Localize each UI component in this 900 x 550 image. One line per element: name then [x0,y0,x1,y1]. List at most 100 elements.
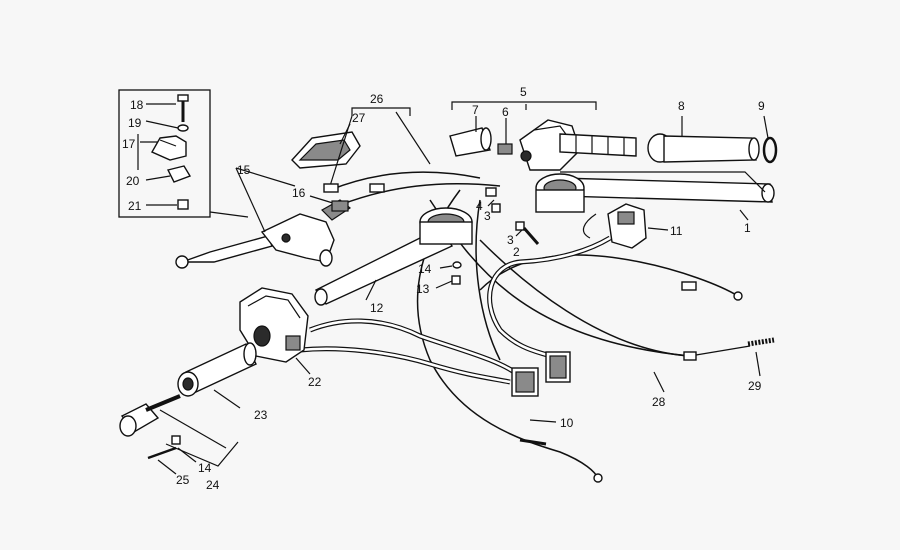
leader-28 [653,371,665,393]
perch-clamp [319,249,333,267]
callout-2: 2 [513,245,520,259]
callout-7: 7 [472,103,479,117]
left-grip-group [119,342,257,475]
hardware-13-14-group [435,261,462,289]
callout-19: 19 [128,116,142,130]
nut-21 [177,199,189,210]
leader-26a [329,115,353,187]
leader-23 [213,389,241,409]
callout-labels: 1 2 3 3 4 5 6 7 8 9 10 11 12 13 14 14 15… [122,85,765,492]
bar-end-24-stem [145,394,181,412]
switch-11-button [617,211,635,225]
tube-1-end [761,183,775,203]
callout-26: 26 [370,92,384,106]
misc-leaders-group [529,351,761,423]
bracket-17-detail [159,139,177,147]
washer-19 [177,124,189,132]
leader-25 [157,459,177,475]
harness-22b-inner [299,347,511,384]
callout-8: 8 [678,99,685,113]
callout-28: 28 [652,395,666,409]
bolt-18-head [177,94,189,102]
callout-23: 23 [254,408,268,422]
grip-8-group [647,115,778,164]
leader-14b [177,447,197,463]
spring-29 [747,337,775,347]
bolt-2 [522,227,540,245]
clutch-lever-group [175,167,352,269]
cable-26a [329,171,481,191]
leader-4 [487,199,495,207]
callout-10: 10 [560,416,574,430]
leader-26b [395,111,431,165]
throttle-group [449,101,637,171]
handlebar-12-group [314,207,473,306]
nut-4 [485,187,497,197]
cable-upper [479,254,739,297]
leader-14 [439,265,453,269]
callout-18: 18 [130,98,144,112]
harness-22a-inner [309,319,521,378]
leader-12 [365,279,377,301]
callout-9: 9 [758,99,765,113]
callout-27: 27 [352,111,366,125]
callout-24: 24 [206,478,220,492]
leader-11 [647,227,669,231]
cable-26a-end [323,183,339,193]
leader-15a [235,167,266,233]
cable-upper-end [733,291,743,301]
leader-20 [145,175,171,181]
cable-10-end [593,473,603,483]
inset-box-group [118,89,249,218]
callout-12: 12 [370,301,384,315]
callout-22: 22 [308,375,322,389]
bar-end-24-face [119,415,137,437]
inset-leader [209,211,249,218]
callout-1: 1 [744,221,751,235]
cable-26b [339,183,501,206]
bracket-1 [560,171,766,193]
callout-5: 5 [520,85,527,99]
harness-11-inner [488,236,611,358]
cable-10b [475,199,501,361]
cable-26b-end [331,200,349,212]
connector-22-inner [515,371,535,393]
bracket-5 [451,101,597,110]
switch-11 [607,203,647,249]
screw-25 [147,446,177,460]
callout-17: 17 [122,137,136,151]
grip-8-end [748,137,760,161]
leader-10 [529,419,557,423]
hardware-2-3-4-group [485,187,540,245]
callout-16: 16 [292,186,306,200]
callout-20: 20 [126,174,140,188]
leader-15b [235,167,296,187]
callout-13: 13 [416,282,430,296]
callout-25: 25 [176,473,190,487]
cables-group [299,171,775,483]
switch-22-group [239,287,311,375]
cable-upper-ferrule [681,281,697,291]
grip-23-end [243,342,257,366]
leader-29 [755,351,761,377]
cable-10-ferrule [519,438,547,446]
fitting-6 [497,143,513,155]
callout-3a: 3 [484,209,491,223]
callout-11: 11 [670,224,683,238]
inset-frame [118,89,211,218]
grip-7 [449,127,491,157]
bracket-24 [165,441,239,467]
grip-23-bore [182,377,194,391]
leader-19 [145,120,179,129]
switch-22-detail [247,295,301,319]
tube-1 [559,177,773,203]
leader-22 [295,357,311,375]
callout-14a: 14 [418,262,432,276]
washer-3a [491,203,501,213]
cable-28 [479,239,691,357]
clamp-right-body [535,189,585,213]
connector-11-inner [549,355,567,379]
washer-14b [171,435,181,445]
handlebar-1-group [535,171,775,221]
